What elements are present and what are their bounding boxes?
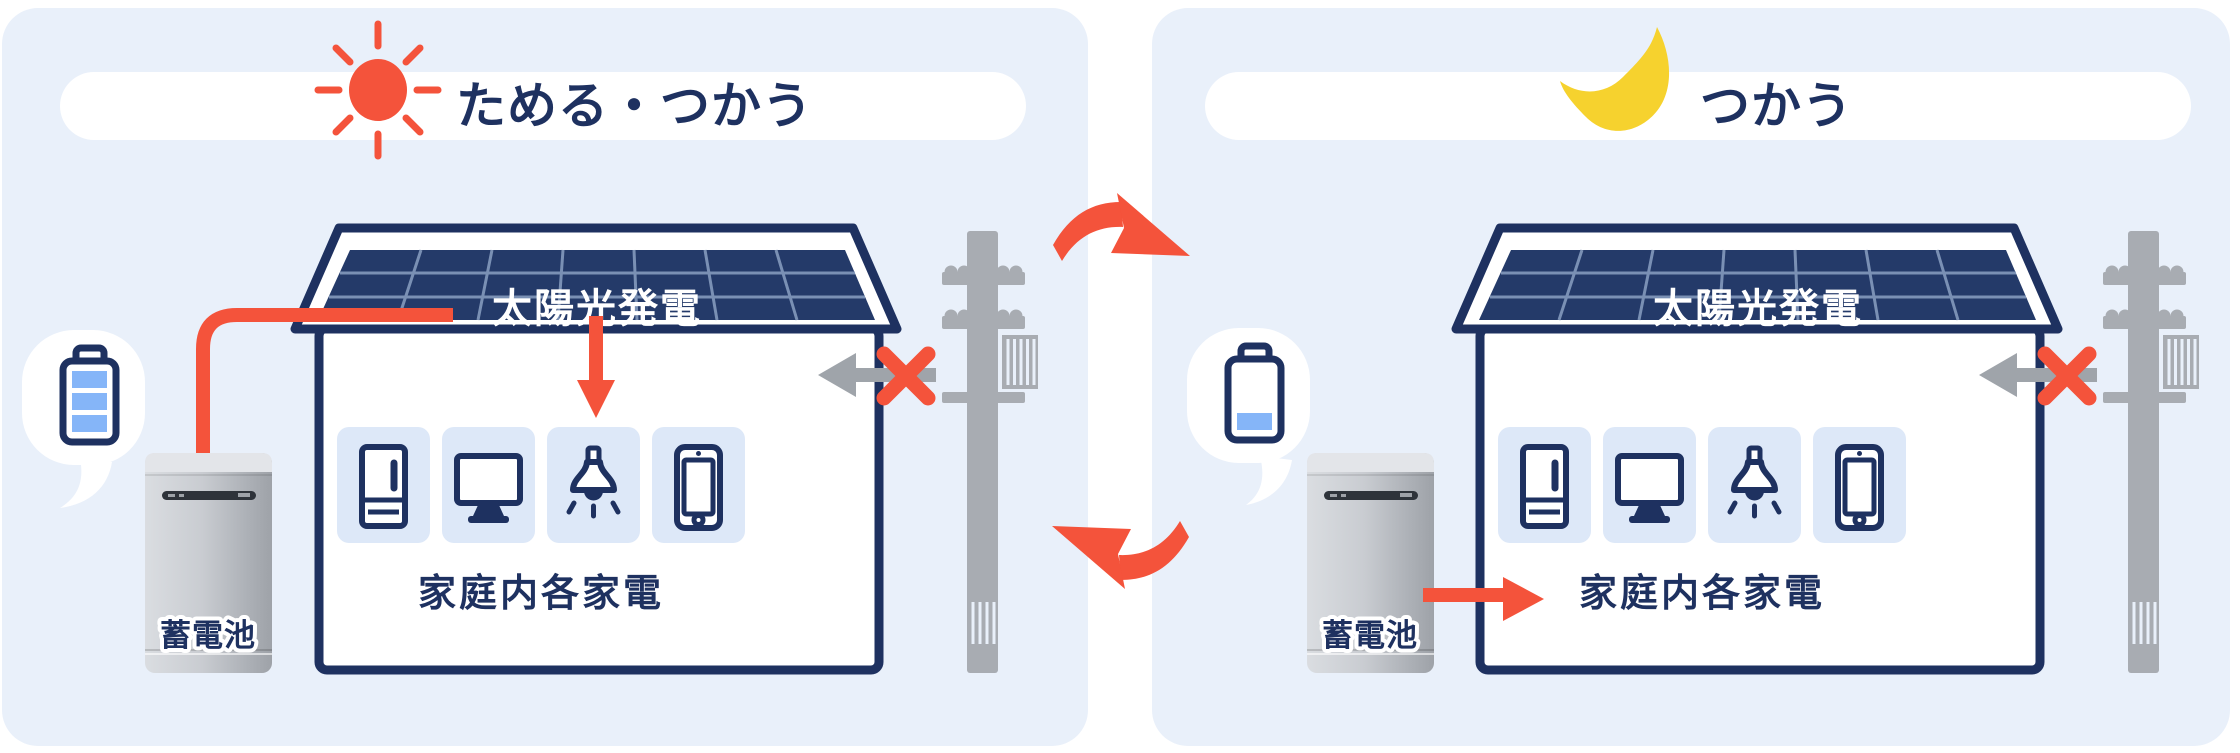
x-icon [876,346,936,406]
moon-icon [1560,27,1670,131]
day-header-pill [60,72,1026,140]
battery-low-icon [1224,342,1285,444]
night-appliance-row [1498,427,1906,543]
battery-unit-vent [1324,491,1418,500]
solar-panel [1479,250,2036,320]
day-battery-label: 蓄電池 [160,618,256,653]
day-appliances-label: 家庭内各家電 [418,572,664,615]
smartphone-icon [1835,444,1884,531]
battery-unit: 蓄電池 [1307,453,1434,673]
night-house: 太陽光発電 [1451,223,2063,675]
monitor-icon [454,453,523,523]
night-title: つかう [1700,78,1853,134]
battery-status-bubble [1187,328,1310,505]
panel-day: ためる・つかう 太陽光発電 [2,8,1088,746]
pendant-light-icon [566,445,621,519]
night-appliances-label: 家庭内各家電 [1579,572,1825,615]
day-title: ためる・つかう [456,78,813,134]
day-appliance-row [337,427,745,543]
smartphone-icon [674,444,723,531]
night-battery-label: 蓄電池 [1322,618,1418,653]
x-icon [2037,346,2097,406]
battery-unit-vent [162,491,256,500]
utility-pole [942,231,1038,673]
panel-night: つかう 太陽光発電 [1152,8,2230,746]
battery-status-bubble [22,330,145,508]
night-solar-label: 太陽光発電 [1653,287,1863,331]
refrigerator-icon [359,444,408,529]
battery-full-icon [59,344,120,446]
utility-pole [2103,231,2199,673]
solar-panel [318,250,875,320]
solar-to-appliances-arrow [577,316,615,418]
solar-panel-grid [1490,249,2026,321]
grid-arrow-blocked [1979,346,2097,406]
pendant-light-icon [1727,445,1782,519]
sun-icon [314,20,442,160]
monitor-icon [1615,453,1684,523]
grid-arrow-blocked [818,346,936,406]
night-header-pill [1205,72,2191,140]
battery-to-house-arrow [1423,577,1544,621]
battery-unit: 蓄電池 [145,453,272,673]
refrigerator-icon [1520,444,1569,529]
